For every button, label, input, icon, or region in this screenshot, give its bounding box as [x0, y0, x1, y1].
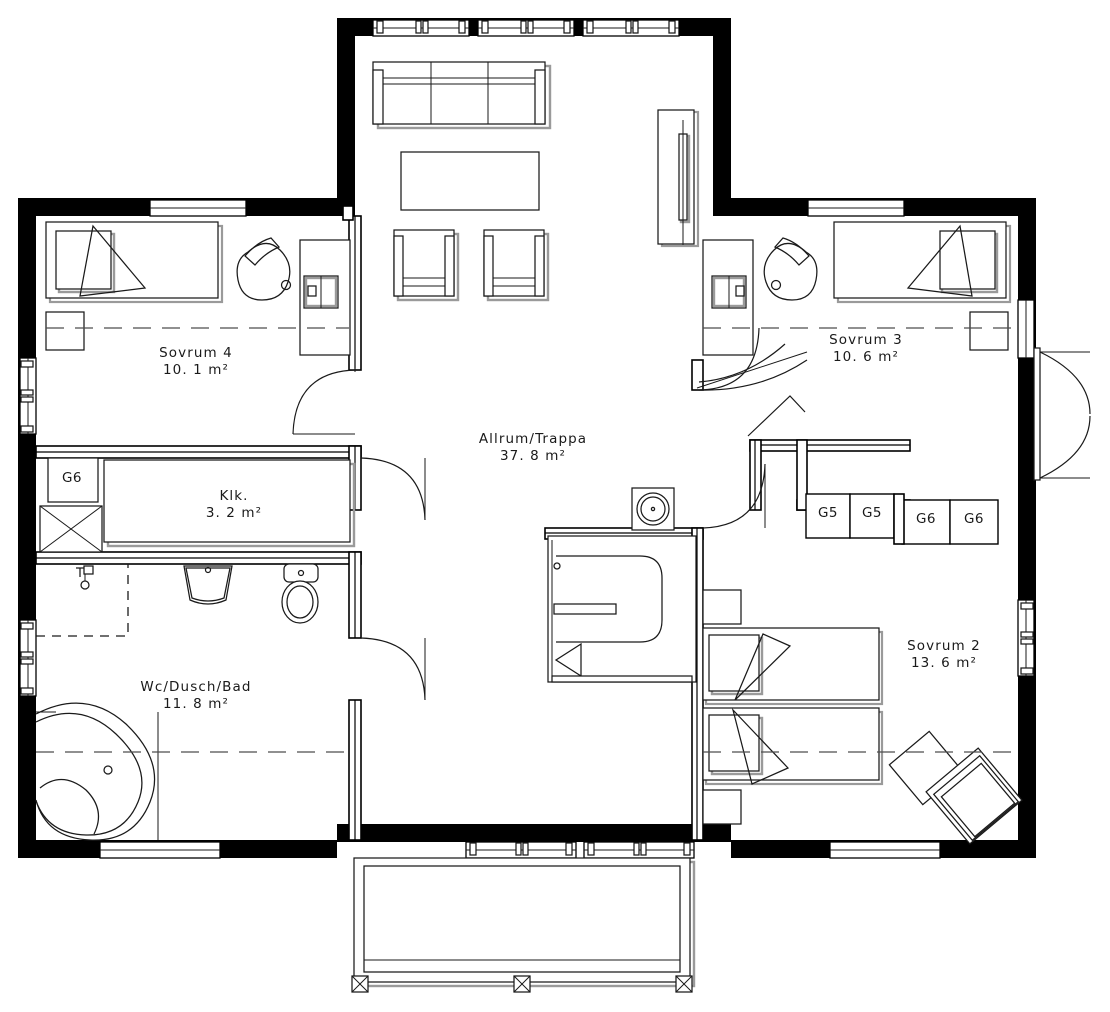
closet-label-g5-b: G5 — [861, 505, 883, 521]
room-area: 10. 1 m² — [162, 362, 229, 378]
room-label-sovrum3: Sovrum 3 10. 6 m² — [786, 332, 946, 366]
closet-label-g6-a: G6 — [915, 511, 937, 527]
tall-cabinet — [657, 109, 700, 248]
nightstand-sovrum3 — [969, 311, 1009, 351]
room-allrum-furniture — [372, 61, 700, 531]
window-bottom-2 — [583, 841, 695, 859]
balcony-post-right — [675, 975, 693, 993]
window-top-1 — [372, 19, 470, 37]
closet-label-g5-a: G5 — [817, 505, 839, 521]
door-klk — [360, 457, 426, 521]
room-name: Sovrum 4 — [159, 345, 233, 361]
room-sovrum4-furniture — [45, 221, 351, 356]
room-label-sovrum2: Sovrum 2 13. 6 m² — [864, 638, 1024, 672]
room-area: 11. 8 m² — [162, 696, 229, 712]
room-label-allrum: Allrum/Trappa 37. 8 m² — [443, 431, 623, 465]
shower-area — [36, 564, 129, 637]
window-group-top — [372, 19, 680, 37]
room-name: Klk. — [219, 488, 249, 504]
closet-g6-left — [47, 457, 99, 503]
window-top-2 — [477, 19, 575, 37]
closet-label-g6-b: G6 — [963, 511, 985, 527]
closet-label-g6-left: G6 — [61, 470, 83, 486]
balcony-post-center — [513, 975, 531, 993]
chair-sovrum3 — [763, 237, 818, 301]
window-group-right — [1017, 299, 1035, 677]
door-sovrum2 — [702, 463, 766, 529]
room-name: Sovrum 3 — [829, 332, 903, 348]
chair-sovrum4 — [236, 237, 292, 301]
room-sovrum2-furniture — [702, 589, 1023, 845]
room-name: Allrum/Trappa — [478, 431, 588, 447]
staircase-down — [547, 535, 697, 683]
bathtub-corner — [35, 702, 159, 841]
room-wcbad-fixtures — [35, 563, 349, 841]
sofa-3seat — [372, 61, 552, 130]
room-name: Wc/Dusch/Bad — [140, 679, 252, 695]
window-right-1 — [1017, 299, 1035, 359]
window-group-upper-wing — [149, 199, 905, 217]
room-label-sovrum4: Sovrum 4 10. 1 m² — [116, 345, 276, 379]
room-area: 37. 8 m² — [499, 448, 566, 464]
closet-boxes-right — [805, 493, 999, 545]
room-area: 3. 2 m² — [205, 505, 263, 521]
window-group-left — [19, 357, 37, 697]
balcony-terrace — [351, 857, 696, 993]
window-right-2 — [1017, 599, 1035, 677]
door-exterior-right-double — [1033, 347, 1091, 481]
shaft-crossbox — [39, 505, 103, 553]
coffee-table — [400, 151, 540, 211]
desk-sovrum3 — [702, 239, 754, 356]
door-sovrum3 — [696, 327, 808, 437]
toilet — [281, 563, 319, 624]
window-top-3 — [582, 19, 680, 37]
room-area: 10. 6 m² — [832, 349, 899, 365]
desk-sovrum2 — [888, 730, 1023, 845]
room-sovrum3-furniture — [702, 221, 1018, 356]
bed-sovrum4 — [45, 221, 224, 304]
window-bottom-left-strip — [99, 841, 221, 859]
window-left-1 — [19, 357, 37, 435]
desk-sovrum4 — [299, 239, 351, 356]
room-klk-fixtures — [39, 457, 356, 553]
armchair-left — [393, 229, 460, 302]
balcony-post-left — [351, 975, 369, 993]
window-group-bottom — [99, 841, 941, 859]
bed-sovrum2-upper — [702, 627, 884, 706]
window-left-2 — [19, 619, 37, 697]
door-sovrum4 — [292, 368, 356, 435]
bed-sovrum3 — [833, 221, 1012, 304]
armchair-right — [483, 229, 550, 302]
room-label-wcbad: Wc/Dusch/Bad 11. 8 m² — [106, 679, 286, 713]
room-area: 13. 6 m² — [910, 655, 977, 671]
room-label-klk: Klk. 3. 2 m² — [154, 488, 314, 522]
nightstand-sovrum4 — [45, 311, 85, 351]
bed-sovrum2-lower — [702, 707, 884, 786]
door-wcbad — [360, 637, 426, 701]
room-name: Sovrum 2 — [907, 638, 981, 654]
window-bottom-1 — [465, 841, 577, 859]
washbasin — [183, 565, 233, 605]
window-bottom-right-strip — [829, 841, 941, 859]
ceiling-fixture — [631, 487, 675, 531]
